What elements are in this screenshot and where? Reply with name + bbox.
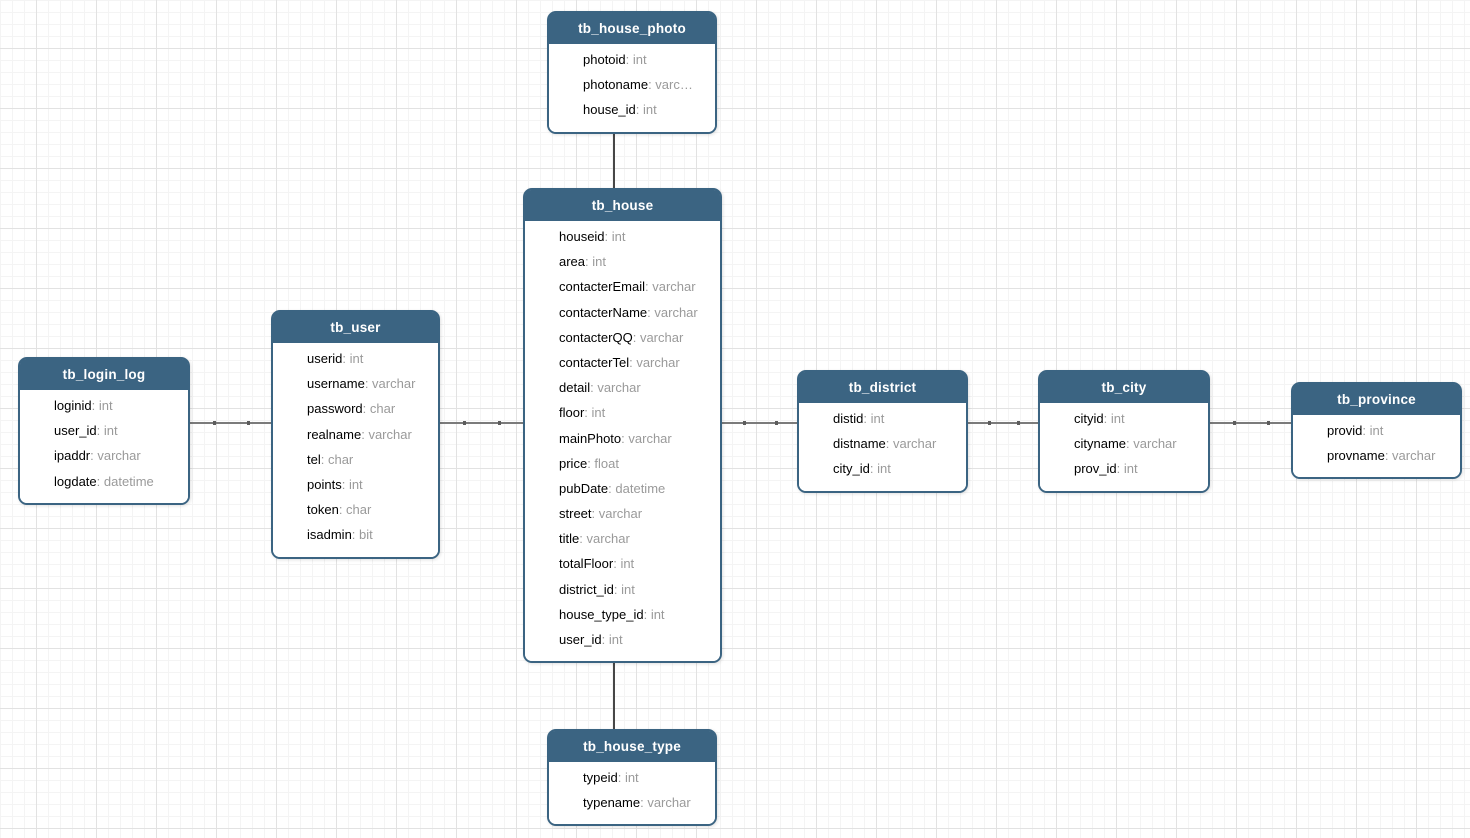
connector-tick (1266, 421, 1270, 425)
table-tb_city[interactable]: tb_city cityidint citynamevarchar prov_i… (1038, 370, 1210, 493)
table-title[interactable]: tb_house_type (549, 731, 715, 762)
field-row[interactable]: ipaddrvarchar (20, 443, 188, 468)
field-row[interactable]: photonamevarc… (549, 72, 715, 97)
field-row[interactable]: photoidint (549, 47, 715, 72)
field-row[interactable]: prov_idint (1040, 456, 1208, 481)
table-body: typeidint typenamevarchar (549, 762, 715, 825)
connector-tick (1017, 421, 1020, 425)
field-row[interactable]: user_idint (525, 627, 720, 652)
field-row[interactable]: pricefloat (525, 451, 720, 476)
table-title[interactable]: tb_login_log (20, 359, 188, 390)
field-row[interactable]: floorint (525, 400, 720, 425)
table-title[interactable]: tb_user (273, 312, 438, 343)
table-title[interactable]: tb_house_photo (549, 13, 715, 44)
field-row[interactable]: contacterEmailvarchar (525, 274, 720, 299)
field-row[interactable]: contacterQQvarchar (525, 325, 720, 350)
connector-tick (987, 421, 991, 425)
field-row[interactable]: logdatedatetime (20, 469, 188, 494)
field-row[interactable]: usernamevarchar (273, 371, 438, 396)
field-row[interactable]: isadminbit (273, 522, 438, 547)
table-body: houseidint areaint contacterEmailvarchar… (525, 221, 720, 662)
field-row[interactable]: tokenchar (273, 497, 438, 522)
connector-tick (1232, 421, 1236, 425)
field-row[interactable]: useridint (273, 346, 438, 371)
field-row[interactable]: pubDatedatetime (525, 476, 720, 501)
field-row[interactable]: passwordchar (273, 396, 438, 421)
table-tb_login_log[interactable]: tb_login_log loginidint user_idint ipadd… (18, 357, 190, 505)
field-row[interactable]: district_idint (525, 577, 720, 602)
table-tb_house_type[interactable]: tb_house_type typeidint typenamevarchar (547, 729, 717, 827)
field-row[interactable]: distidint (799, 406, 966, 431)
field-row[interactable]: loginidint (20, 393, 188, 418)
field-row[interactable]: distnamevarchar (799, 431, 966, 456)
relationship-connector-house-housetype[interactable] (613, 663, 615, 730)
relationship-connector-house-district[interactable] (722, 421, 797, 425)
field-row[interactable]: house_idint (549, 97, 715, 122)
relationship-connector-user-house[interactable] (439, 421, 523, 425)
field-row[interactable]: mainPhotovarchar (525, 426, 720, 451)
table-body: cityidint citynamevarchar prov_idint (1040, 403, 1208, 491)
connector-tick (246, 421, 250, 425)
field-row[interactable]: contacterNamevarchar (525, 300, 720, 325)
field-row[interactable]: cityidint (1040, 406, 1208, 431)
field-row[interactable]: house_type_idint (525, 602, 720, 627)
field-row[interactable]: citynamevarchar (1040, 431, 1208, 456)
field-row[interactable]: contacterTelvarchar (525, 350, 720, 375)
connector-tick (743, 421, 746, 425)
connector-tick (774, 421, 778, 425)
connector-tick (462, 421, 466, 425)
field-row[interactable]: areaint (525, 249, 720, 274)
table-title[interactable]: tb_district (799, 372, 966, 403)
field-row[interactable]: streetvarchar (525, 501, 720, 526)
field-row[interactable]: detailvarchar (525, 375, 720, 400)
field-row[interactable]: typenamevarchar (549, 790, 715, 815)
relationship-connector-district-city[interactable] (968, 421, 1038, 425)
table-body: loginidint user_idint ipaddrvarchar logd… (20, 390, 188, 503)
table-title[interactable]: tb_province (1293, 384, 1460, 415)
table-body: providint provnamevarchar (1293, 415, 1460, 478)
connector-tick (497, 421, 501, 425)
relationship-connector-city-province[interactable] (1210, 421, 1291, 425)
table-tb_house[interactable]: tb_house houseidint areaint contacterEma… (523, 188, 722, 664)
field-row[interactable]: realnamevarchar (273, 422, 438, 447)
relationship-connector-loginlog-user[interactable] (190, 421, 271, 425)
field-row[interactable]: providint (1293, 418, 1460, 443)
field-row[interactable]: titlevarchar (525, 526, 720, 551)
table-body: useridint usernamevarchar passwordchar r… (273, 343, 438, 557)
field-row[interactable]: totalFloorint (525, 551, 720, 576)
field-row[interactable]: provnamevarchar (1293, 443, 1460, 468)
connector-tick (212, 421, 216, 425)
table-body: photoidint photonamevarc… house_idint (549, 44, 715, 132)
table-tb_province[interactable]: tb_province providint provnamevarchar (1291, 382, 1462, 480)
table-title[interactable]: tb_city (1040, 372, 1208, 403)
field-row[interactable]: houseidint (525, 224, 720, 249)
relationship-connector-housephoto-house[interactable] (613, 132, 615, 189)
table-tb_user[interactable]: tb_user useridint usernamevarchar passwo… (271, 310, 440, 559)
table-tb_house_photo[interactable]: tb_house_photo photoidint photonamevarc…… (547, 11, 717, 134)
field-row[interactable]: typeidint (549, 765, 715, 790)
table-tb_district[interactable]: tb_district distidint distnamevarchar ci… (797, 370, 968, 493)
table-body: distidint distnamevarchar city_idint (799, 403, 966, 491)
field-row[interactable]: pointsint (273, 472, 438, 497)
field-row[interactable]: city_idint (799, 456, 966, 481)
field-row[interactable]: user_idint (20, 418, 188, 443)
table-title[interactable]: tb_house (525, 190, 720, 221)
field-row[interactable]: telchar (273, 447, 438, 472)
